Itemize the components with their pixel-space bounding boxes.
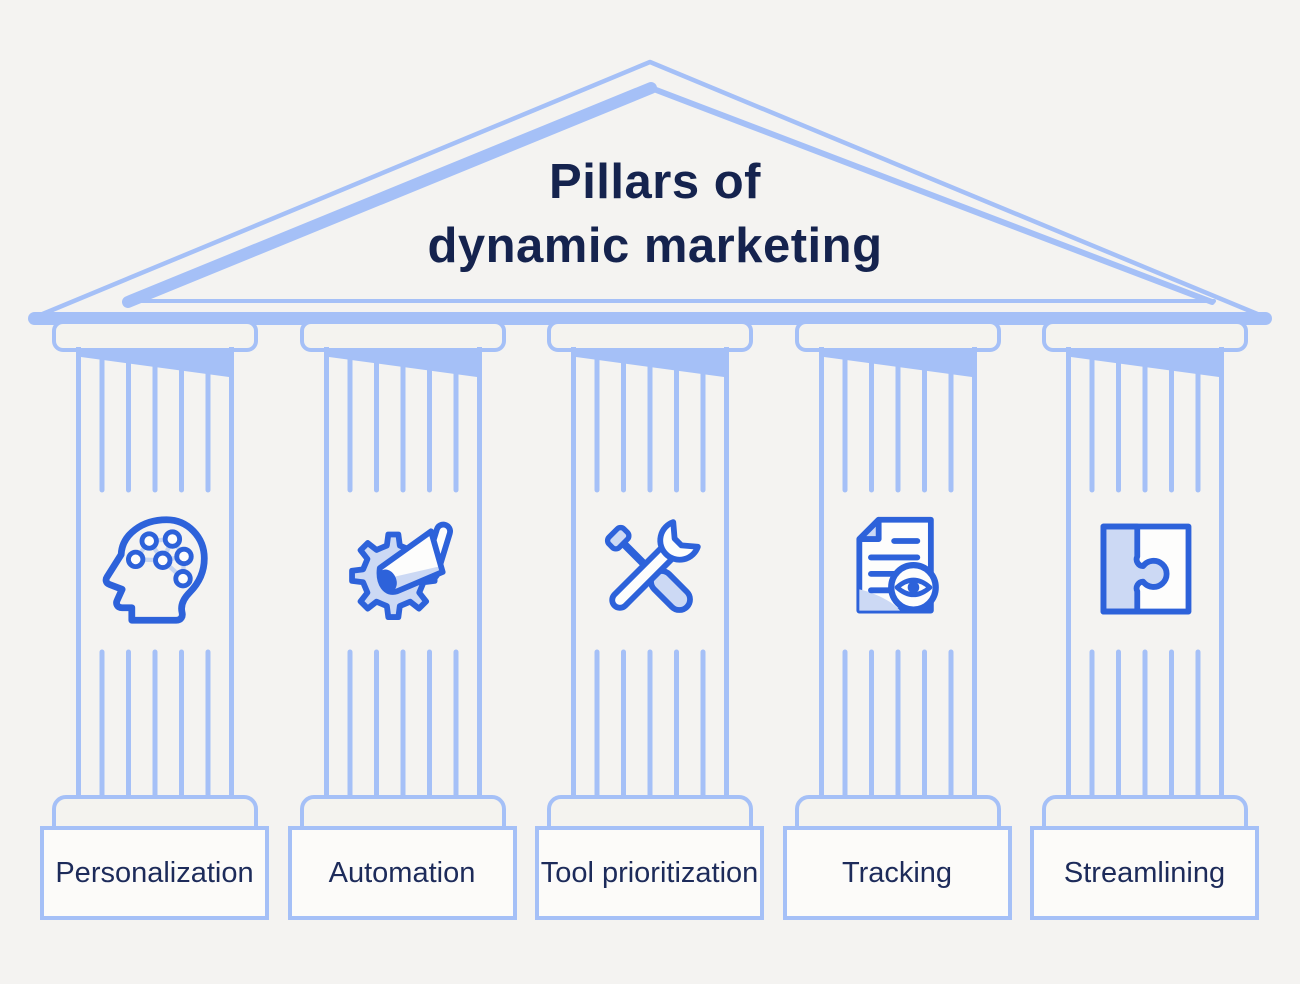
pillar-label: Personalization — [55, 856, 254, 889]
diagram-title: Pillars of dynamic marketing — [0, 150, 1300, 278]
column-capital — [52, 320, 258, 352]
pillar-label-box: Streamlining — [1030, 826, 1259, 920]
wrench — [609, 519, 701, 611]
pillar-column-automation: Automation — [286, 316, 520, 928]
pediment-inner-left-slope — [122, 82, 657, 308]
title-line-1: Pillars of — [549, 155, 761, 209]
column-fluting — [76, 347, 234, 799]
pillar-column-tracking: Tracking — [781, 316, 1015, 928]
pillar-label-box: Personalization — [40, 826, 269, 920]
tools-icon — [604, 519, 701, 613]
megaphone-mouthpiece — [377, 569, 397, 592]
column-fluting — [323, 347, 482, 799]
capital-shadow-wedge — [81, 349, 229, 377]
column-fluting — [1066, 347, 1224, 799]
capital-shadow-wedge — [823, 349, 972, 377]
pillar-label: Tool prioritization — [540, 856, 759, 889]
pediment-inner-right-slope — [648, 85, 1215, 305]
eye-pupil — [907, 581, 919, 594]
pillar-label-box: Automation — [287, 826, 517, 920]
column-capital — [794, 320, 1001, 352]
head-network-icon — [102, 516, 208, 624]
document-eye-icon — [855, 516, 939, 614]
pillar-label: Streamlining — [1063, 856, 1226, 889]
capital-shadow-wedge — [1071, 349, 1219, 377]
column-capital — [547, 320, 753, 352]
pillar-label-box: Tool prioritization — [535, 826, 764, 920]
pillar-column-streamlining: Streamlining — [1028, 316, 1262, 928]
column-capital — [1042, 320, 1248, 352]
column-fluting — [818, 347, 977, 799]
pillar-column-personalization: Personalization — [38, 316, 272, 928]
pediment-outer-triangle — [30, 59, 1270, 321]
puzzle-left-piece — [1100, 523, 1170, 615]
capital-shadow-wedge — [328, 349, 477, 377]
pillar-label: Tracking — [841, 856, 953, 889]
column-fluting — [571, 347, 729, 799]
column-capital — [299, 320, 506, 352]
pillar-column-tool-prioritization: Tool prioritization — [533, 316, 767, 928]
title-line-2: dynamic marketing — [427, 219, 883, 273]
pillar-label: Automation — [328, 856, 476, 889]
gear-megaphone-icon — [348, 521, 453, 620]
capital-shadow-wedge — [576, 349, 724, 377]
page-fold-corner — [855, 516, 882, 542]
puzzle-piece-icon — [1100, 523, 1192, 615]
pillar-label-box: Tracking — [782, 826, 1012, 920]
